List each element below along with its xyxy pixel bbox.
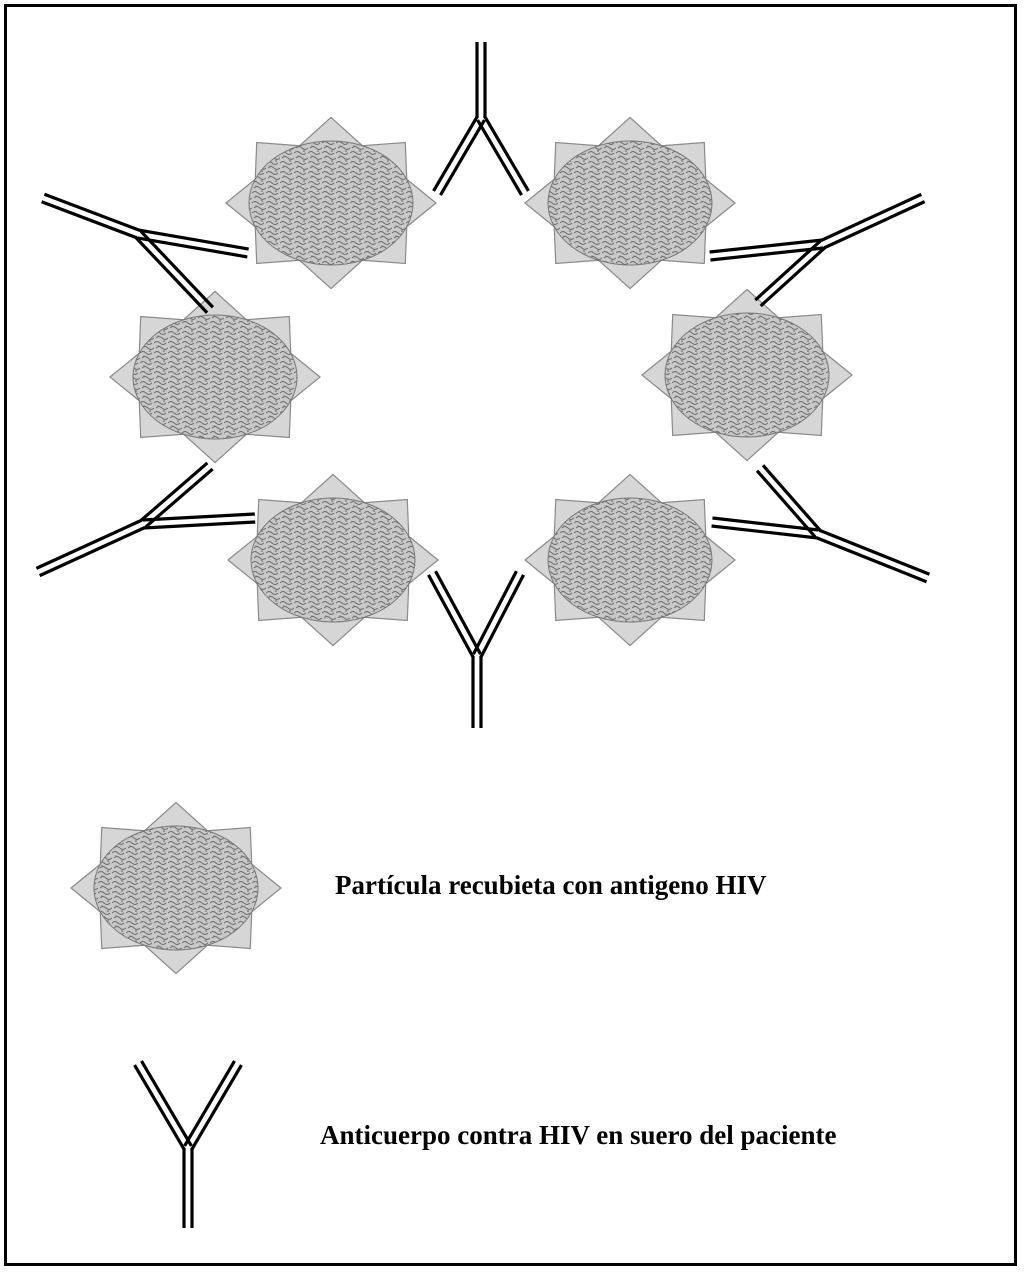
antibody-top — [432, 42, 530, 196]
hiv-antigen-particle — [524, 473, 736, 647]
hiv-antigen-particle — [641, 288, 853, 462]
legend-antibody-label: Anticuerpo contra HIV en suero del pacie… — [320, 1120, 837, 1150]
antibody-left-lower — [35, 461, 256, 578]
hiv-antigen-particle — [227, 473, 439, 647]
particles-layer — [109, 116, 853, 647]
antibodies-layer — [35, 42, 931, 728]
hiv-antigen-particle — [109, 290, 321, 464]
antibody-right-upper — [709, 192, 926, 308]
legend-particle-label: Partícula recubieta con antigeno HIV — [335, 870, 767, 900]
legend-particle-symbol — [70, 801, 282, 975]
hiv-antigen-particle — [225, 116, 437, 290]
hiv-antigen-particle — [524, 116, 736, 290]
antibody-bottom — [427, 570, 525, 728]
legend-symbols — [70, 801, 282, 1228]
antibody-right-lower — [711, 464, 931, 584]
antibody-left-upper — [41, 192, 249, 314]
legend-antibody-symbol — [133, 1060, 243, 1228]
figure-frame — [4, 4, 1017, 1266]
